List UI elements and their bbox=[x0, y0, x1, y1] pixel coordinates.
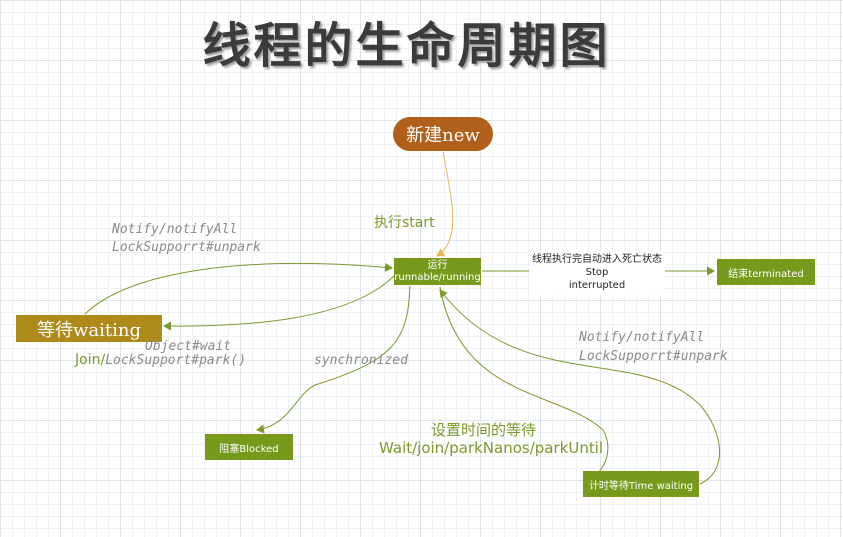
arrow-running-to-timed bbox=[439, 286, 609, 484]
label-stop-line2: Stop bbox=[585, 267, 609, 278]
state-blocked: 阻塞Blocked bbox=[205, 434, 293, 460]
label-notify-left-1: Notify/notifyAll bbox=[112, 222, 238, 237]
label-wait-1: Object#wait bbox=[145, 339, 232, 354]
state-terminated: 结束terminated bbox=[717, 259, 815, 285]
label-stop-line1: 线程执行完自动进入死亡状态 bbox=[532, 254, 662, 265]
arrow-timed-to-running bbox=[439, 289, 721, 485]
label-notify-left-2: LockSupporrt#unpark bbox=[112, 240, 261, 255]
state-running: 运行 runnable/running bbox=[394, 258, 481, 285]
label-synchronized: synchronized bbox=[314, 353, 408, 368]
label-stop: 线程执行完自动进入死亡状态 Stop interrupted bbox=[529, 251, 665, 295]
state-running-label: 运行 bbox=[427, 259, 448, 271]
label-wait-2: Join/LockSupport#park() bbox=[75, 352, 246, 368]
state-running-sublabel: runnable/running bbox=[394, 271, 481, 283]
state-timed-waiting: 计时等待Time waiting bbox=[583, 471, 699, 497]
label-stop-line3: interrupted bbox=[568, 280, 626, 291]
label-notify-right-1: Notify/notifyAll bbox=[579, 330, 705, 345]
state-new: 新建new bbox=[393, 117, 493, 151]
diagram-title: 线程的生命周期图 bbox=[202, 18, 611, 74]
arrow-new-to-running bbox=[436, 151, 454, 257]
label-wait-2a: Join/ bbox=[75, 352, 106, 368]
label-wait-2b: LockSupport#park() bbox=[105, 353, 247, 368]
state-waiting: 等待waiting bbox=[16, 315, 162, 342]
label-timed-1: 设置时间的等待 bbox=[431, 421, 537, 439]
label-start: 执行start bbox=[374, 215, 435, 231]
label-timed-2: Wait/join/parkNanos/parkUntil bbox=[379, 439, 604, 457]
label-notify-right-2: LockSupporrt#unpark bbox=[579, 349, 728, 364]
arrow-running-to-blocked bbox=[256, 285, 411, 434]
arrow-waiting-to-running bbox=[84, 262, 393, 315]
arrow-running-to-waiting bbox=[163, 274, 396, 331]
